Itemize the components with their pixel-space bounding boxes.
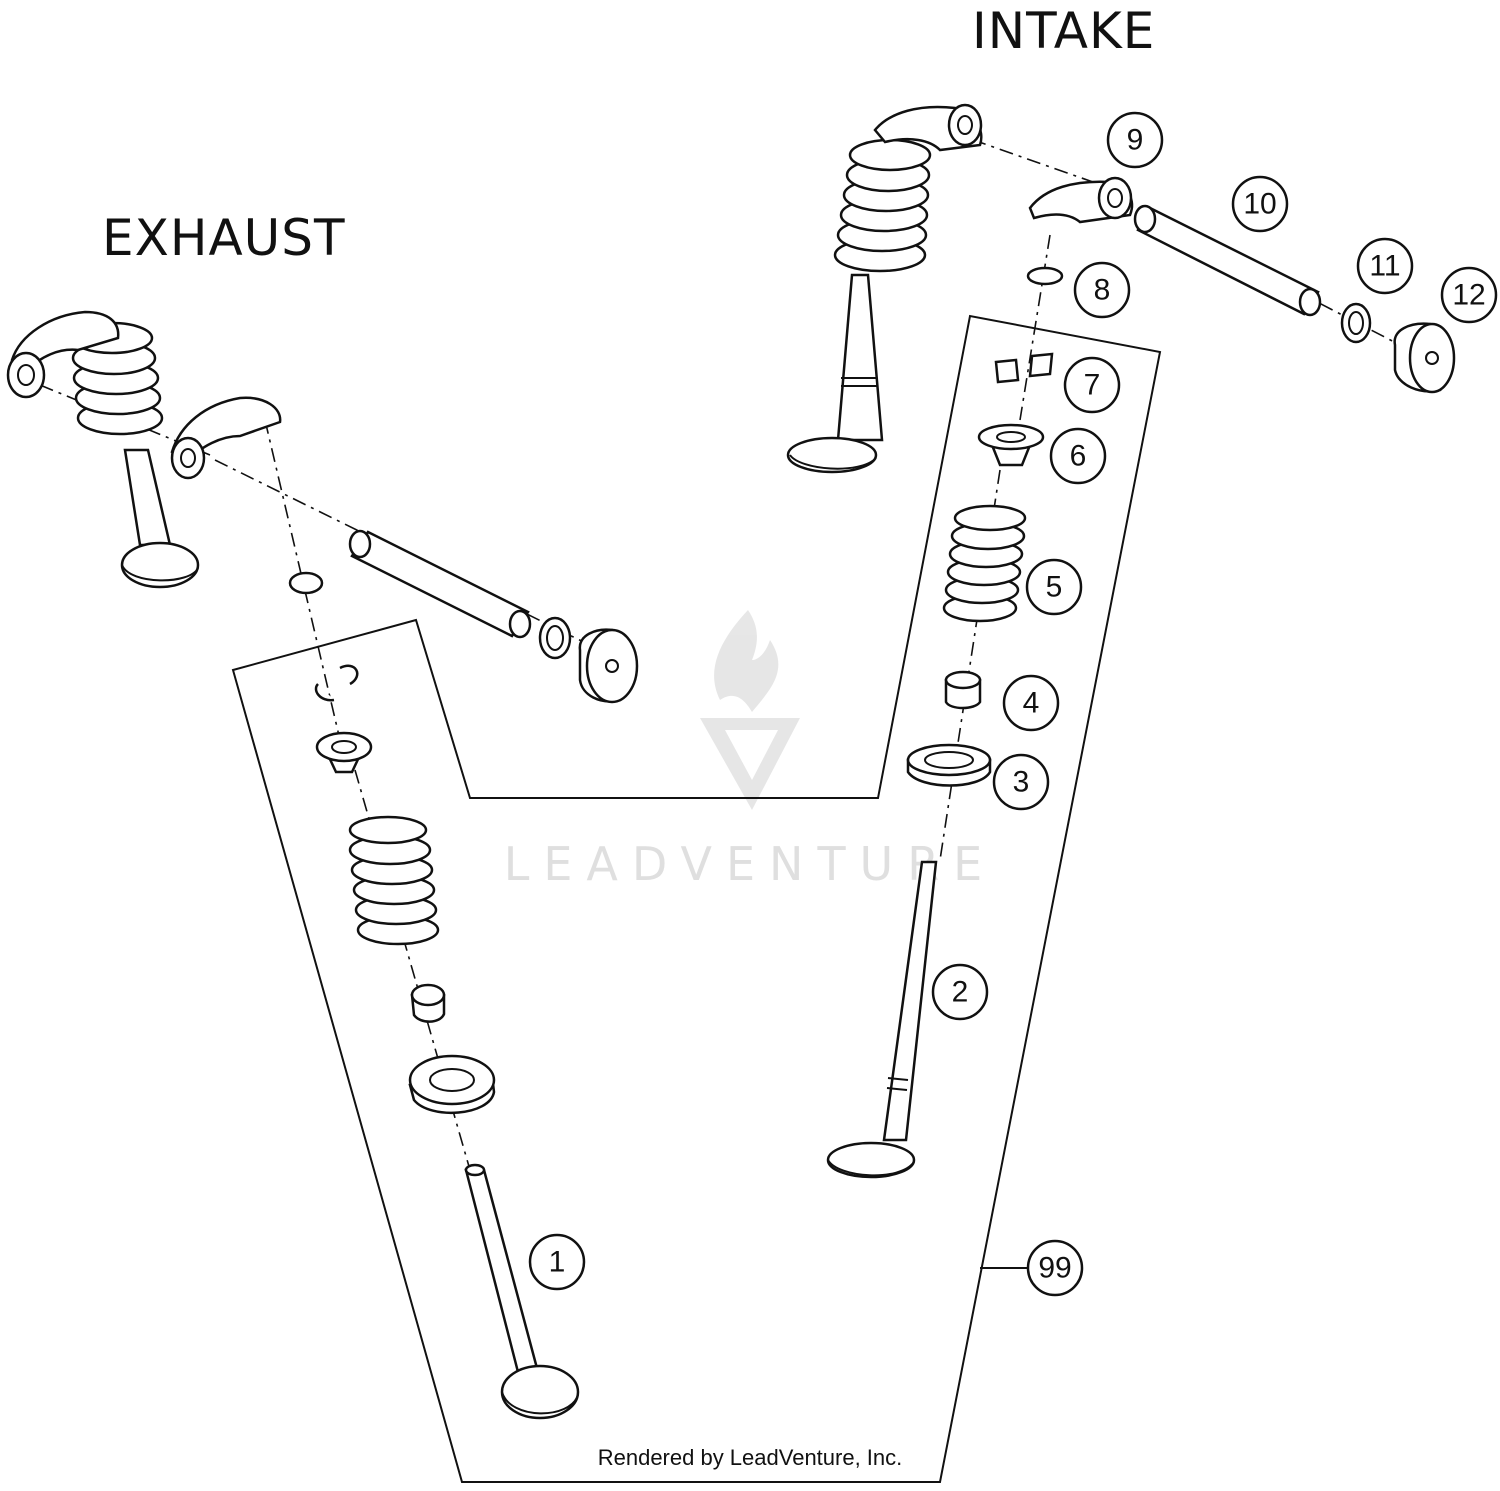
callout-8[interactable]: 8 <box>1073 261 1131 319</box>
part-12-plug <box>1393 322 1456 394</box>
callout-12[interactable]: 12 <box>1440 266 1498 324</box>
part-3-spring-seat <box>906 743 992 787</box>
watermark-text: LEADVENTURE <box>504 837 997 891</box>
svg-text:99: 99 <box>1038 1252 1071 1285</box>
exhaust-keepers <box>314 664 359 702</box>
exhaust-rocker-shaft <box>348 529 532 639</box>
exhaust-rocker-arm <box>170 396 282 480</box>
part-10-rocker-shaft <box>1133 204 1322 317</box>
callout-2[interactable]: 2 <box>931 963 989 1021</box>
part-4-stem-seal <box>944 670 982 710</box>
render-credit: Rendered by LeadVenture, Inc. <box>598 1445 903 1470</box>
exhaust-spring-retainer <box>315 731 373 774</box>
svg-text:8: 8 <box>1094 274 1111 307</box>
exhaust-exploded-parts <box>170 396 639 1420</box>
exhaust-stem-seal <box>410 983 446 1023</box>
part-5-valve-spring <box>942 504 1027 623</box>
exhaust-spring-seat <box>408 1054 496 1115</box>
intake-exploded-parts <box>826 176 1456 1179</box>
exhaust-plug <box>578 628 639 704</box>
part-8-shim <box>1026 266 1064 286</box>
callout-10[interactable]: 10 <box>1231 175 1289 233</box>
exhaust-washer <box>538 616 572 660</box>
part-6-spring-retainer <box>977 423 1045 467</box>
svg-text:7: 7 <box>1084 369 1101 402</box>
exhaust-label: EXHAUST <box>102 209 346 267</box>
callout-3[interactable]: 3 <box>992 753 1050 811</box>
svg-text:4: 4 <box>1023 687 1040 720</box>
flame-logo-icon <box>714 610 779 712</box>
svg-text:12: 12 <box>1452 279 1485 312</box>
part-9-rocker-arm <box>1028 176 1134 224</box>
leadventure-watermark: LEADVENTURE <box>504 610 997 891</box>
callout-7[interactable]: 7 <box>1063 356 1121 414</box>
kit-outline <box>231 314 1162 1483</box>
callout-4[interactable]: 4 <box>1002 674 1060 732</box>
exhaust-valve-spring <box>348 815 440 946</box>
svg-text:11: 11 <box>1369 250 1400 283</box>
exhaust-shim <box>288 571 324 595</box>
callout-5[interactable]: 5 <box>1025 558 1083 616</box>
part-1-exhaust-valve <box>464 1163 580 1420</box>
part-2-intake-valve <box>826 860 938 1179</box>
v-logo-icon <box>700 718 800 810</box>
callout-11[interactable]: 11 <box>1356 237 1414 295</box>
svg-text:1: 1 <box>549 1246 566 1279</box>
svg-text:3: 3 <box>1013 766 1030 799</box>
callout-6[interactable]: 6 <box>1049 427 1107 485</box>
callout-99[interactable]: 99 <box>1026 1239 1084 1297</box>
svg-text:9: 9 <box>1127 124 1144 157</box>
svg-text:5: 5 <box>1046 571 1063 604</box>
svg-text:6: 6 <box>1070 440 1087 473</box>
part-11-washer <box>1340 302 1372 344</box>
intake-label: INTAKE <box>972 2 1155 60</box>
intake-assembled-valve <box>786 103 1131 474</box>
part-7-valve-keepers <box>994 352 1054 384</box>
callout-9[interactable]: 9 <box>1106 111 1164 169</box>
svg-text:10: 10 <box>1243 188 1276 221</box>
callout-1[interactable]: 1 <box>528 1233 586 1291</box>
svg-text:2: 2 <box>952 976 969 1009</box>
